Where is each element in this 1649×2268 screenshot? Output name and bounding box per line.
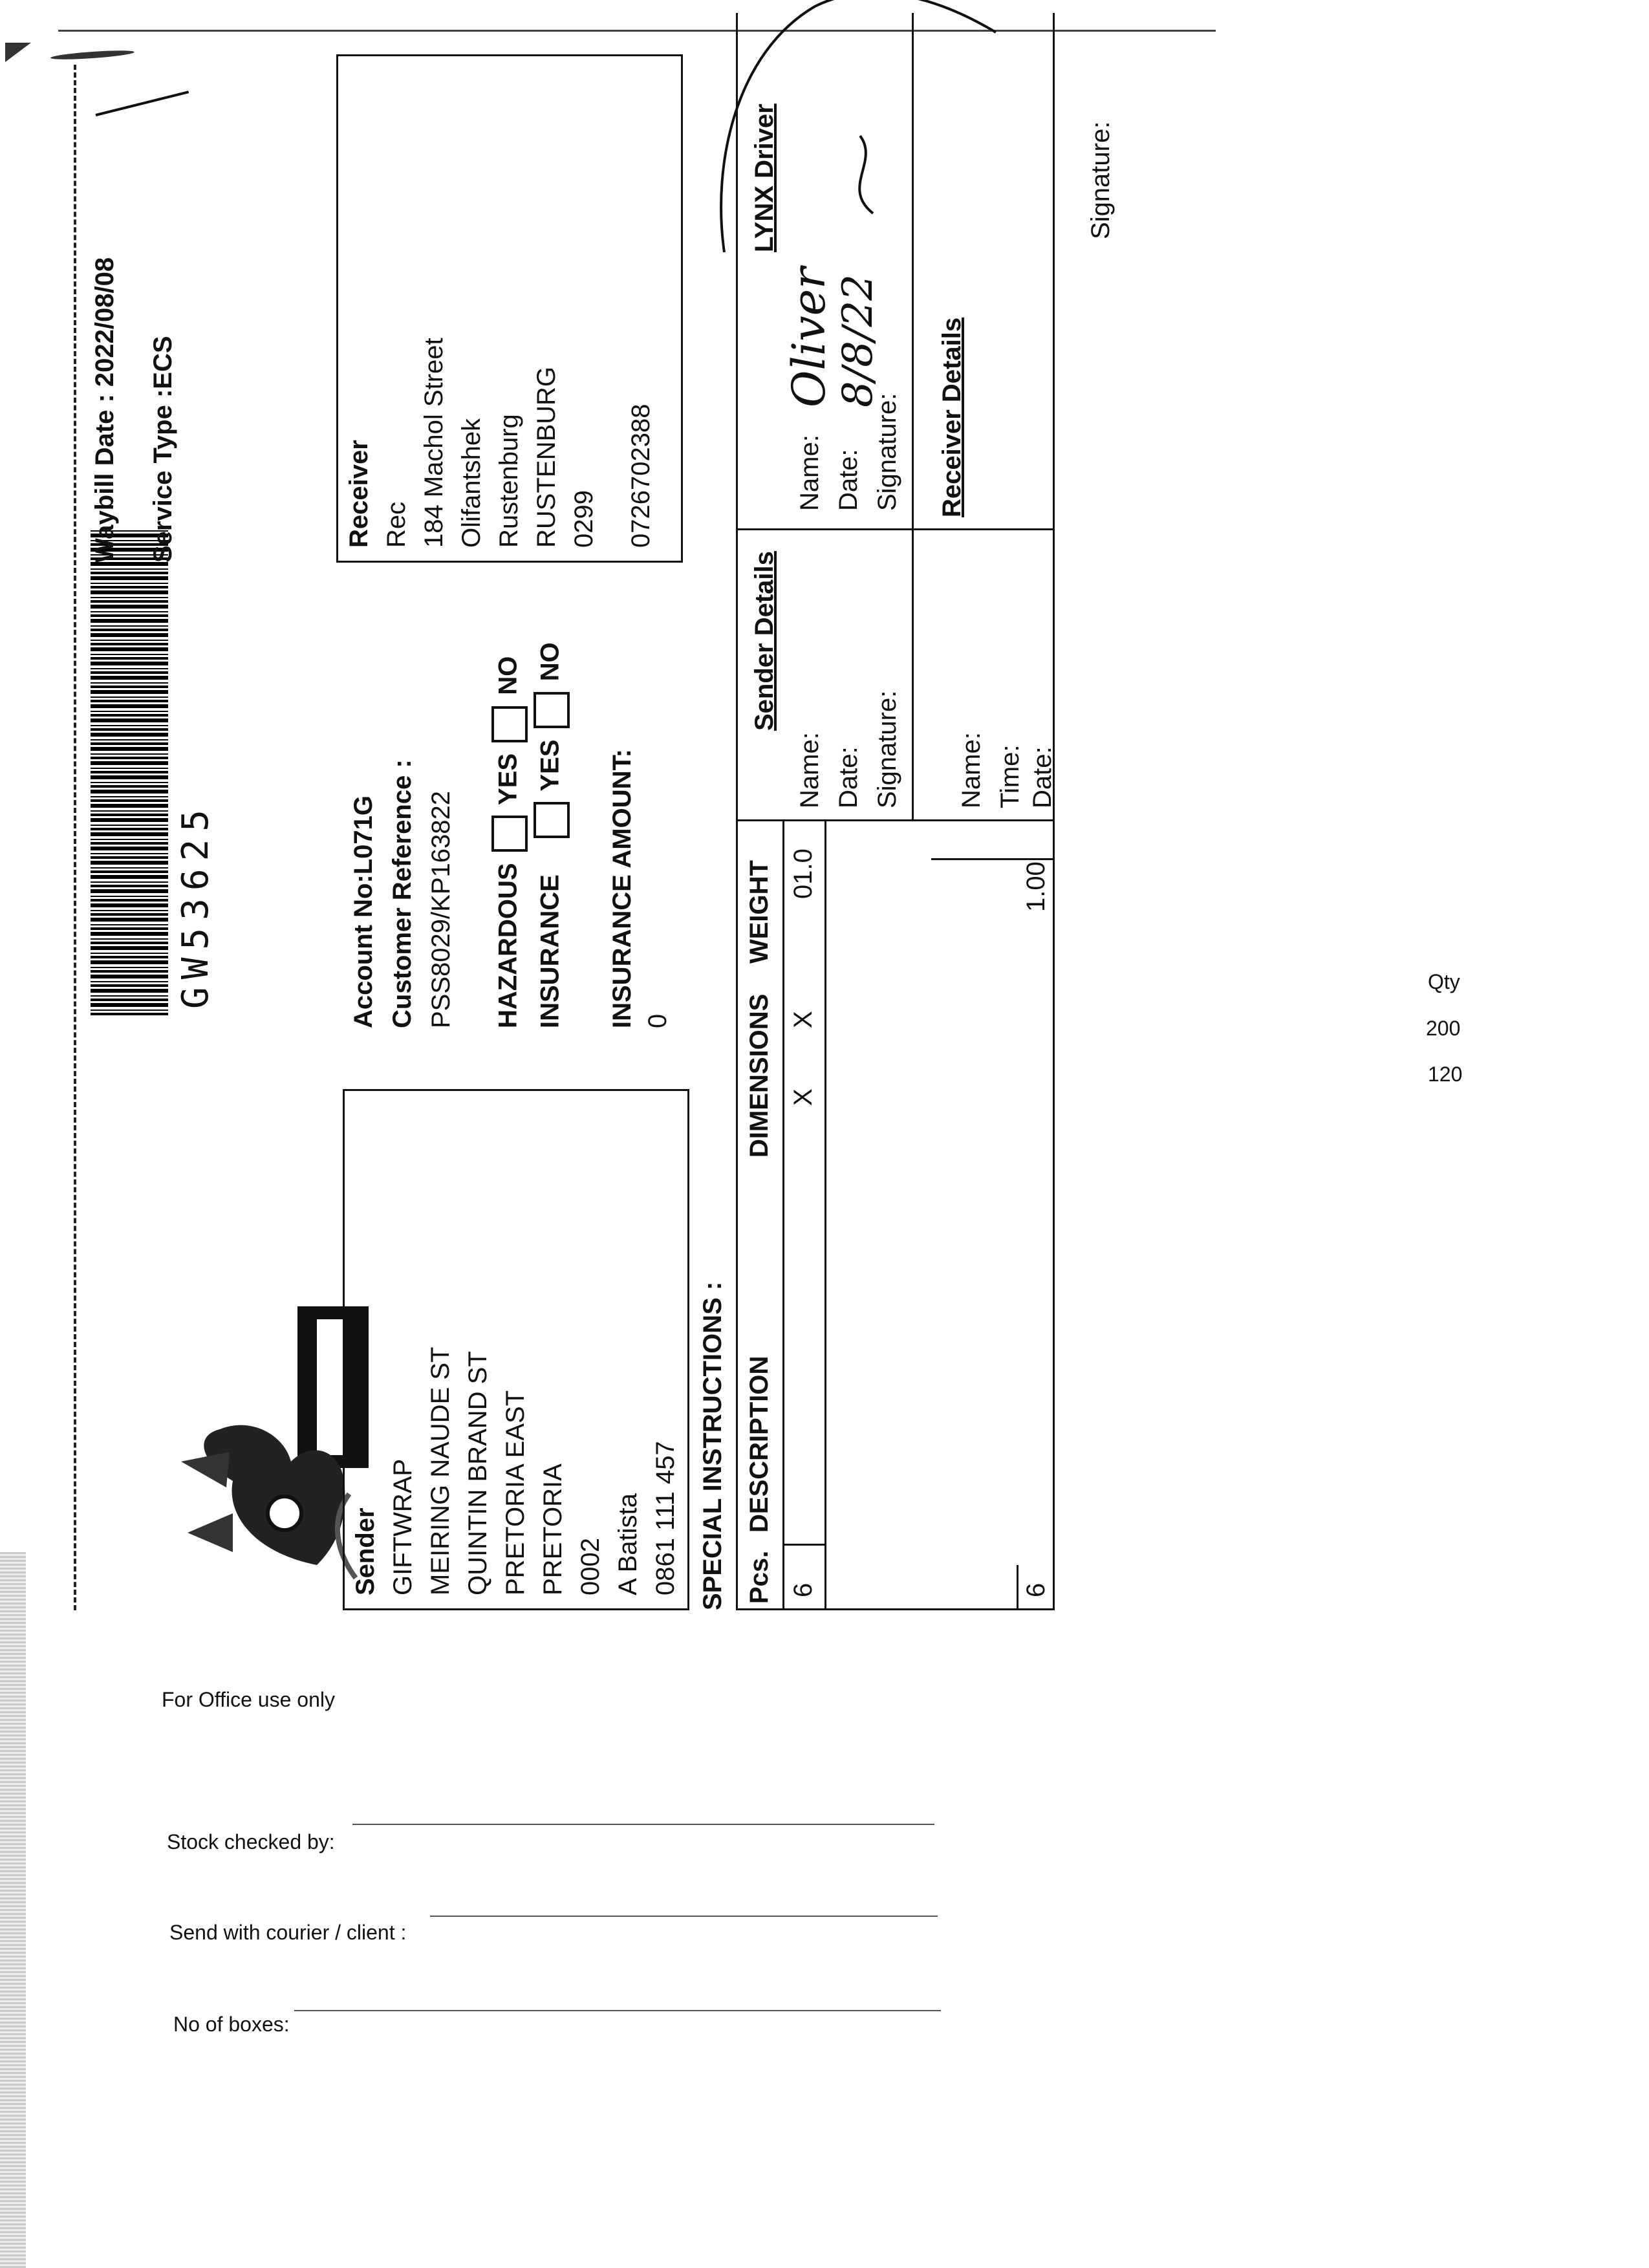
yes-label: YES xyxy=(535,739,565,792)
sender-heading: Sender xyxy=(351,1507,380,1595)
table-right-border xyxy=(736,819,1053,821)
receiver-phone: 0726702388 xyxy=(627,404,655,548)
receiver-details-time-label: Time: xyxy=(996,744,1024,808)
no-of-boxes-line[interactable] xyxy=(294,2010,941,2011)
tear-line xyxy=(74,65,76,1610)
driver-handwritten-date: 8/8/22 xyxy=(834,274,882,407)
sender-line: PRETORIA xyxy=(539,1463,567,1595)
scan-edge-shadow xyxy=(0,1552,26,2268)
send-with-label: Send with courier / client : xyxy=(169,1921,407,1944)
no-of-boxes-label: No of boxes: xyxy=(173,2013,290,2036)
row-weight: 01.0 xyxy=(789,848,817,899)
office-use-title: For Office use only xyxy=(162,1688,335,1711)
receiver-line: 184 Machol Street xyxy=(420,338,448,548)
account-number: Account No:L071G xyxy=(349,795,378,1028)
waybill-form: GW53625 Waybill Date : 2022/08/08 Servic… xyxy=(52,0,1132,1610)
page-top-rule xyxy=(58,30,1216,32)
total-line xyxy=(1017,1565,1018,1610)
table-header-dimensions: DIMENSIONS xyxy=(745,993,773,1158)
sender-line: PRETORIA EAST xyxy=(501,1390,530,1595)
hazardous-label: HAZARDOUS xyxy=(493,863,523,1028)
table-header-divider xyxy=(782,821,784,1610)
receiver-line: Olifantshek xyxy=(457,418,486,548)
driver-name-label: Name: xyxy=(795,435,824,511)
total-weight: 1.00 xyxy=(1022,861,1050,912)
hazardous-yes-checkbox[interactable] xyxy=(491,815,528,852)
waybill-date: Waybill Date : 2022/08/08 xyxy=(91,257,119,563)
receiver-heading: Receiver xyxy=(345,440,373,548)
insurance-amount: 0 xyxy=(643,1013,672,1028)
customer-reference-label: Customer Reference : xyxy=(388,759,416,1028)
receiver-line: RUSTENBURG xyxy=(532,366,561,548)
details-center-divider xyxy=(736,528,1053,530)
hazardous-no-checkbox[interactable] xyxy=(491,706,528,742)
sender-line: GIFTWRAP xyxy=(389,1458,417,1595)
yes-label: YES xyxy=(493,753,523,805)
qty-value: 120 xyxy=(1428,1063,1463,1086)
sender-line: QUINTIN BRAND ST xyxy=(464,1351,492,1595)
corner-mark xyxy=(5,43,31,62)
row-dim-x: X xyxy=(789,1088,817,1106)
send-with-line[interactable] xyxy=(430,1916,938,1917)
row-divider xyxy=(824,821,826,1610)
driver-handwritten-name: Oliver xyxy=(782,267,835,407)
table-header-pcs: Pcs. xyxy=(745,1550,773,1604)
receiver-line: 0299 xyxy=(570,490,598,548)
table-header-description: DESCRIPTION xyxy=(745,1355,773,1533)
driver-signature-label: Signature: xyxy=(873,393,901,511)
insurance-yes-checkbox[interactable] xyxy=(534,801,570,838)
qty-label: Qty xyxy=(1428,970,1460,993)
receiver-line: Rustenburg xyxy=(495,414,523,548)
sender-line: A Batista xyxy=(614,1493,642,1595)
receiver-details-name-label: Name: xyxy=(957,732,986,808)
sender-box: Sender GIFTWRAP MEIRING NAUDE ST QUINTIN… xyxy=(343,1089,689,1610)
row-pcs: 6 xyxy=(789,1582,817,1597)
total-pcs: 6 xyxy=(1022,1582,1050,1597)
qty-value: 200 xyxy=(1426,1017,1461,1040)
sender-line: 0002 xyxy=(576,1538,605,1595)
sender-phone: 0861 111 457 xyxy=(651,1441,680,1595)
receiver-details-date-label: Date: xyxy=(1028,746,1057,808)
receiver-details-signature-label: Signature: xyxy=(1086,121,1115,239)
stock-checked-label: Stock checked by: xyxy=(167,1830,335,1853)
insurance-amount-label: INSURANCE AMOUNT: xyxy=(608,749,636,1028)
row-dim-x: X xyxy=(789,1011,817,1028)
table-left-border xyxy=(736,1608,1053,1610)
no-label: NO xyxy=(493,656,523,695)
sender-details-name-label: Name: xyxy=(795,732,824,808)
sender-line: MEIRING NAUDE ST xyxy=(426,1346,455,1595)
insurance-no-checkbox[interactable] xyxy=(534,692,570,729)
driver-date-label: Date: xyxy=(834,449,863,511)
receiver-box: Receiver Rec 184 Machol Street Olifantsh… xyxy=(336,54,683,563)
receiver-line: Rec xyxy=(382,501,411,548)
customer-reference: PSS8029/KP163822 xyxy=(427,791,455,1028)
receiver-details-heading: Receiver Details xyxy=(938,317,966,517)
pcs-divider xyxy=(782,1544,824,1546)
service-type: Service Type :ECS xyxy=(149,336,177,563)
table-header-weight: WEIGHT xyxy=(745,860,773,964)
lynx-mascot-logo xyxy=(181,1306,369,1580)
no-label: NO xyxy=(535,642,565,682)
table-bottom-border xyxy=(1053,13,1055,1610)
sender-details-date-label: Date: xyxy=(834,746,863,808)
insurance-row: INSURANCE YES NO xyxy=(534,642,570,1028)
total-divider xyxy=(931,858,1053,860)
insurance-label: INSURANCE xyxy=(535,874,565,1028)
special-instructions: SPECIAL INSTRUCTIONS : xyxy=(698,1281,727,1610)
corner-curl xyxy=(50,49,135,61)
sender-details-heading: Sender Details xyxy=(750,551,779,731)
waybill-barcode xyxy=(91,530,168,1015)
hazardous-row: HAZARDOUS YES NO xyxy=(491,656,528,1028)
stock-checked-line[interactable] xyxy=(352,1824,934,1825)
driver-signature-scribble xyxy=(720,0,997,253)
barcode-number: GW53625 xyxy=(175,801,217,1009)
sender-details-signature-label: Signature: xyxy=(873,690,901,808)
